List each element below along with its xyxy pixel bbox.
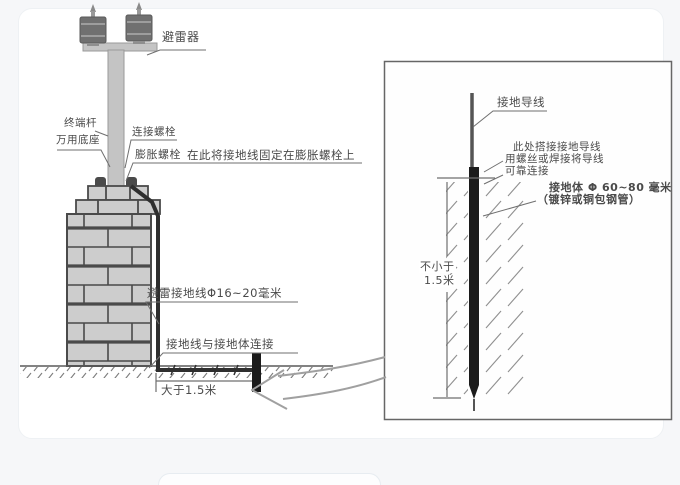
label-vertical-min-2: 1.5米 (423, 274, 456, 287)
next-card-edge (158, 473, 381, 485)
label-expansion-bolt: 膨胀螺栓 (135, 148, 181, 161)
label-splice-note-3: 可靠连接 (505, 165, 549, 177)
label-splice-note-2: 用螺丝或焊接将导线 (505, 153, 604, 165)
label-vertical-min-1: 不小于 (419, 260, 456, 273)
label-fixing-note: 在此将接地线固定在膨胀螺栓上 (187, 148, 355, 162)
label-rod-spec-1: 接地体 Φ 60~80 毫米 (549, 181, 672, 194)
label-splice-note-1: 此处搭接接地导线 (513, 141, 601, 153)
label-arrester: 避雷器 (162, 30, 200, 44)
diagram-card (18, 8, 664, 439)
label-terminal-pole: 终端杆 (64, 117, 97, 129)
label-ground-lead: 接地导线 (497, 95, 545, 109)
label-wire-rod-connection: 接地线与接地体连接 (166, 337, 274, 351)
label-horizontal-distance: 大于1.5米 (161, 383, 217, 397)
label-ground-wire-spec: 避雷接地线Φ16~20毫米 (147, 286, 282, 300)
label-universal-base: 万用底座 (56, 134, 100, 146)
label-connecting-bolt: 连接螺栓 (132, 126, 176, 138)
label-rod-spec-2: （镀锌或铜包钢管） (537, 193, 641, 206)
